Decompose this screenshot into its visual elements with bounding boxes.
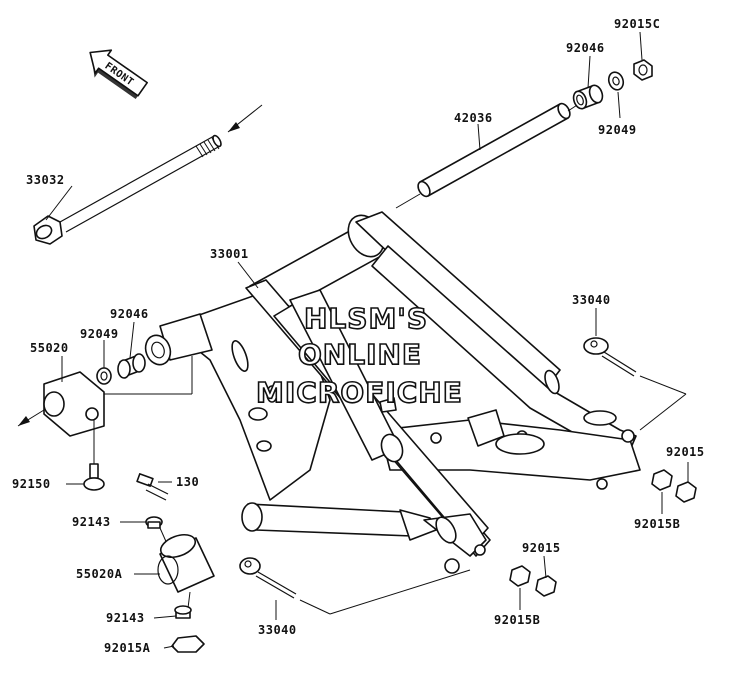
label-33032: 33032 <box>26 173 65 187</box>
part-number-labels: 92015C 92046 92049 42036 33032 33001 920… <box>12 17 705 655</box>
watermark-line1: HLSM'S <box>304 302 428 335</box>
label-92015B-right: 92015B <box>634 517 680 531</box>
label-92049-left: 92049 <box>80 327 119 341</box>
label-92015-bottom: 92015 <box>522 541 561 555</box>
label-92015B-bottom: 92015B <box>494 613 540 627</box>
nut-92015B-right <box>651 469 673 491</box>
nut-92015-right <box>675 481 697 503</box>
label-92143-bottom: 92143 <box>106 611 145 625</box>
nut-92015B-bottom <box>509 565 531 587</box>
front-arrow: FRONT <box>89 49 148 100</box>
label-92143-top: 92143 <box>72 515 111 529</box>
label-92015A: 92015A <box>104 641 151 655</box>
collar-55020A <box>157 533 215 609</box>
collar-92049-top <box>607 71 625 91</box>
spacer-tube-42036 <box>395 97 589 209</box>
eyebolt-33040-right <box>583 337 687 431</box>
grommet-92143-bottom <box>174 605 192 619</box>
grommet-92143-top <box>145 516 169 547</box>
eyebolt-33040-bottom <box>239 557 471 615</box>
label-33001: 33001 <box>210 247 249 261</box>
label-92046-top: 92046 <box>566 41 605 55</box>
bearing-92046-top <box>572 84 604 110</box>
watermark-line2: ONLINE <box>298 338 422 371</box>
label-92046-left: 92046 <box>110 307 149 321</box>
label-55020: 55020 <box>30 341 69 355</box>
label-92015-right: 92015 <box>666 445 705 459</box>
leader-lines <box>45 31 689 649</box>
label-92015C: 92015C <box>614 17 660 31</box>
bolt-130 <box>136 473 172 501</box>
nut-92015-bottom <box>535 575 557 597</box>
watermark: HLSM'S ONLINE MICROFICHE <box>255 301 463 410</box>
swing-arm-33001 <box>144 211 641 574</box>
nut-92015A <box>171 635 205 653</box>
bearing-92046-left <box>117 353 146 379</box>
axle-bolt-33032 <box>33 104 263 245</box>
label-130: 130 <box>176 475 199 489</box>
watermark-line3: MICROFICHE <box>256 376 463 409</box>
bracket-55020 <box>17 356 193 437</box>
label-42036: 42036 <box>454 111 493 125</box>
label-33040-bottom: 33040 <box>258 623 297 637</box>
nut-92015C <box>633 59 653 81</box>
collar-92049-left <box>96 367 112 385</box>
label-92150: 92150 <box>12 477 51 491</box>
label-92049-top: 92049 <box>598 123 637 137</box>
label-55020A: 55020A <box>76 567 123 581</box>
label-33040-right: 33040 <box>572 293 611 307</box>
